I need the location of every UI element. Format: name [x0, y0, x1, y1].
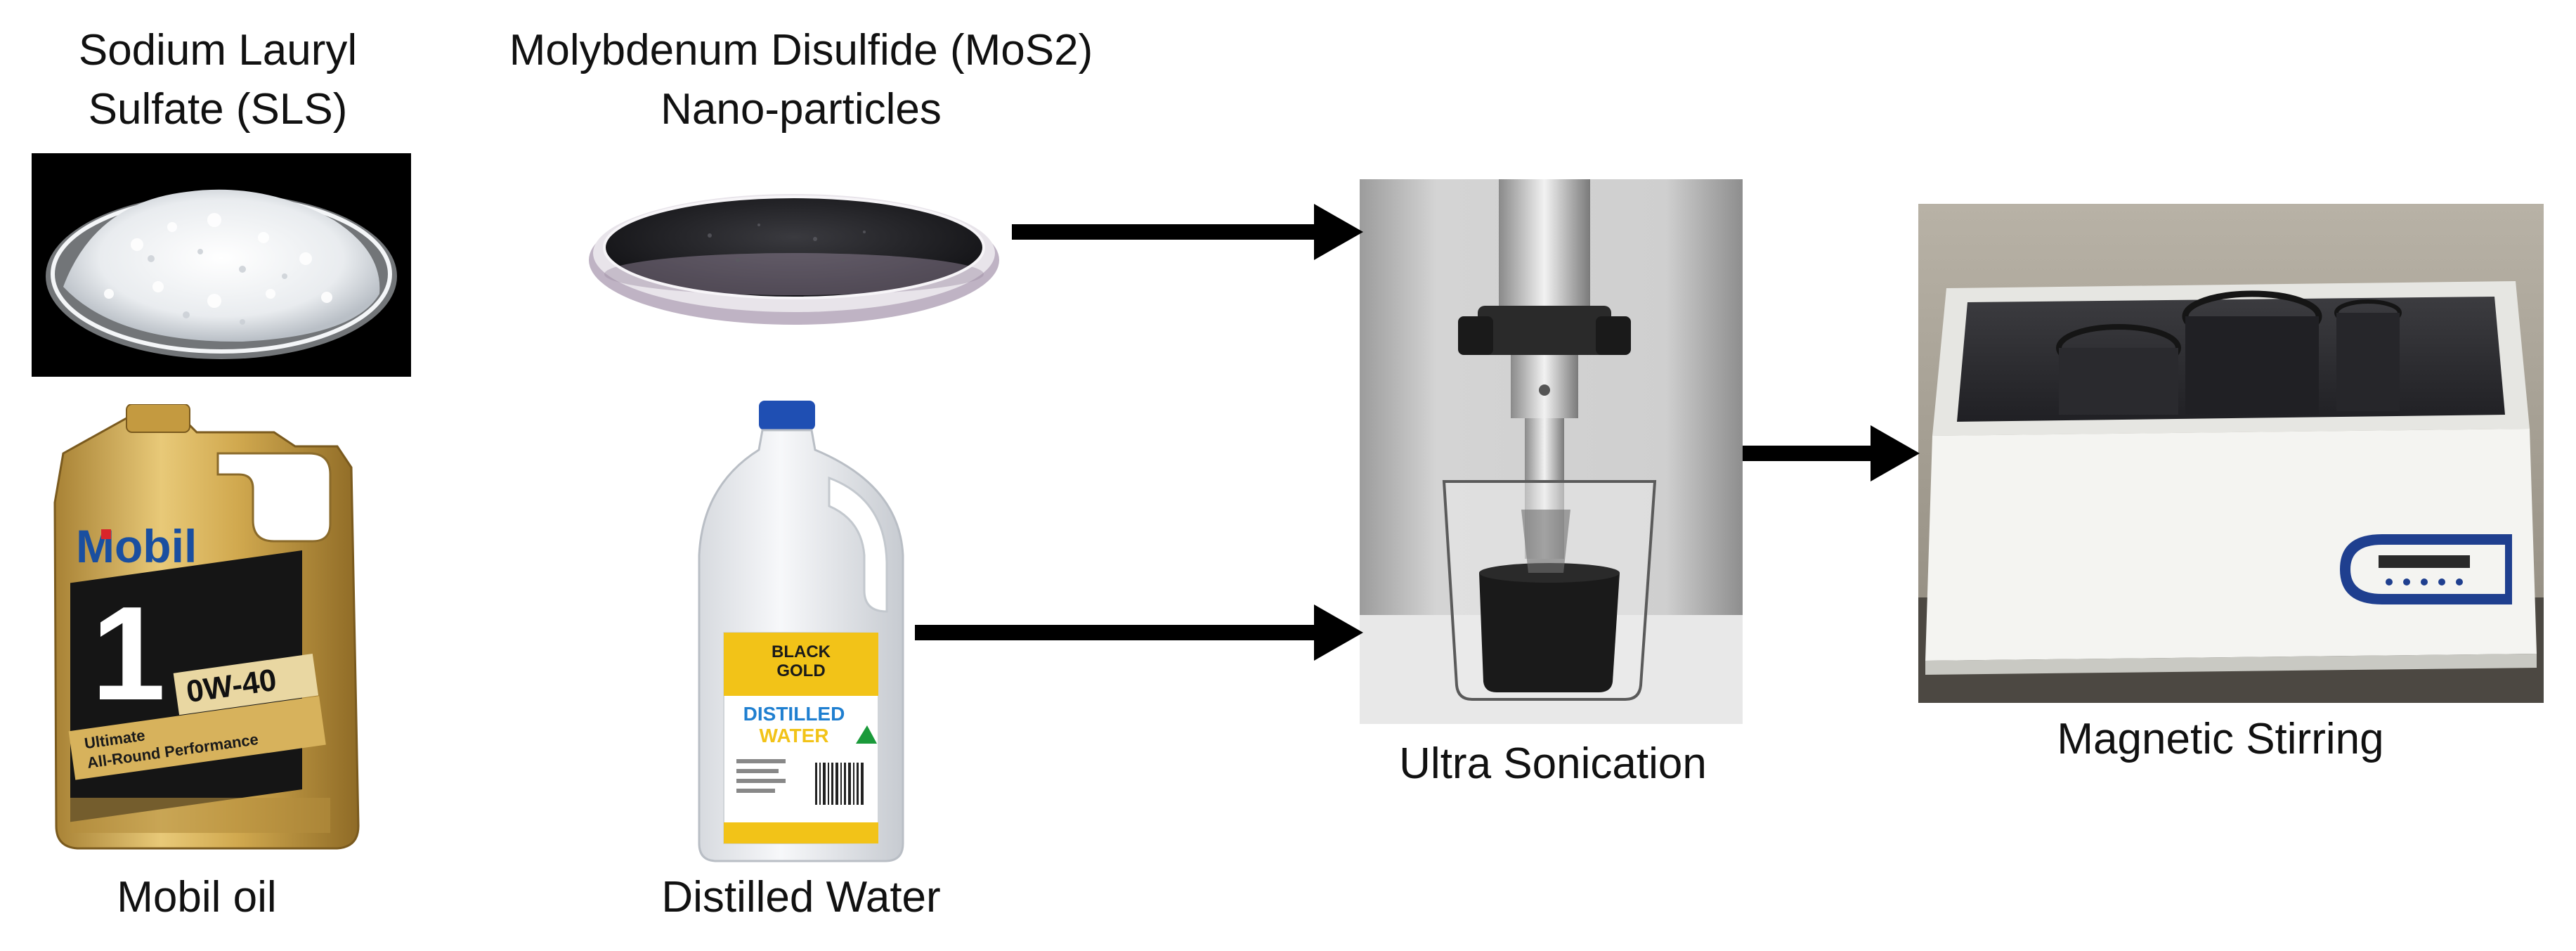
arrow-sonication-to-stirring [1743, 425, 1920, 481]
water-brand-top-text: BLACK [772, 642, 831, 661]
label-mos2-line2: Nano-particles [661, 85, 942, 134]
magnetic-stirring-image [1918, 204, 2544, 703]
label-ultra-sonication: Ultra Sonication [1399, 739, 1707, 788]
water-brand-bottom-text: GOLD [776, 661, 825, 680]
water-product-top-text: DISTILLED [743, 703, 845, 725]
mos2-petri-dish-image [583, 169, 1005, 327]
arrow-water-to-sonication [915, 604, 1363, 661]
arrow-mos2-to-sonication [1012, 204, 1363, 260]
label-sls-line1: Sodium Lauryl [78, 26, 358, 75]
mobil-oil-bottle-image: Mobil 1 0W-40 Ultimate All-Round Perform… [42, 404, 372, 854]
label-magnetic-stirring: Magnetic Stirring [2057, 715, 2384, 763]
label-sls: Sodium Lauryl Sulfate (SLS) [28, 21, 408, 139]
label-mos2: Molybdenum Disulfide (MoS2) Nano-particl… [457, 21, 1145, 139]
mobil-number-text: 1 [91, 579, 166, 728]
mobil-brand-text: Mobil [76, 520, 197, 572]
label-mobil-oil: Mobil oil [117, 873, 277, 921]
water-product-bottom-text: WATER [759, 725, 828, 746]
label-distilled-water: Distilled Water [661, 873, 941, 921]
distilled-water-bottle-image: BLACK GOLD DISTILLED WATER [696, 401, 906, 865]
sls-powder-image [32, 153, 411, 377]
label-sls-line2: Sulfate (SLS) [88, 85, 348, 134]
label-mos2-line1: Molybdenum Disulfide (MoS2) [509, 26, 1093, 75]
ultra-sonication-image [1360, 179, 1743, 724]
